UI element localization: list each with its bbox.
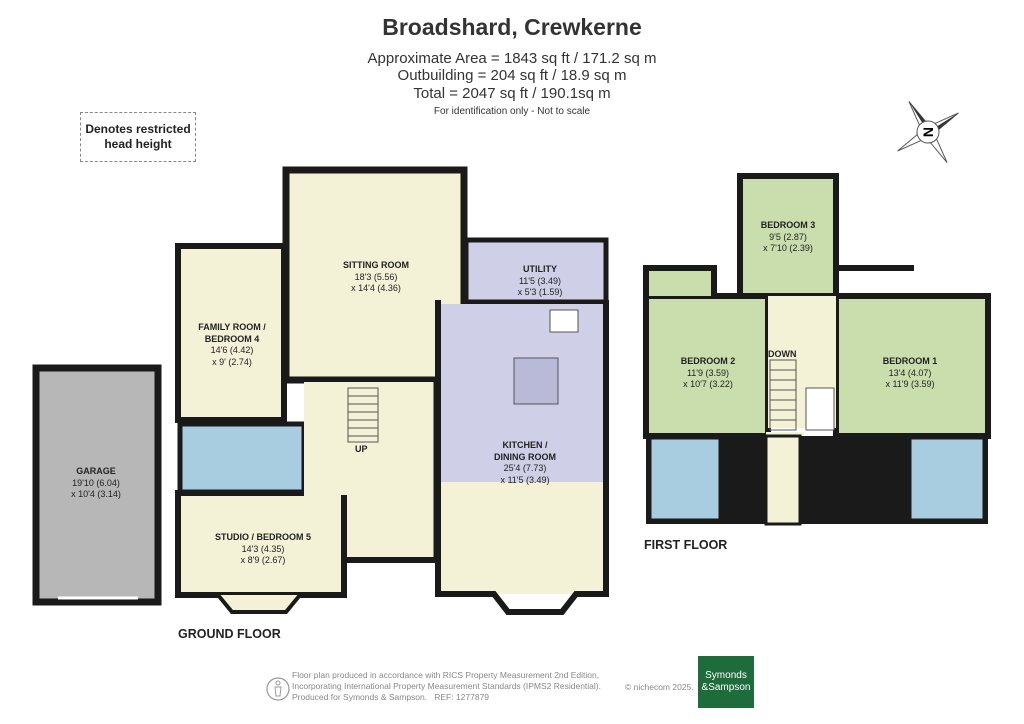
first-floor-stairs [769,359,797,431]
plan-title: Broadshard, Crewkerne [382,14,642,40]
hob-icon [549,309,579,333]
kitchen-island [513,357,559,405]
ensuite-1-area [908,436,986,522]
garage-area [32,364,162,606]
outbuilding-area: Outbuilding = 204 sq ft / 18.9 sq m [397,67,627,84]
first-floor-label: FIRST FLOOR [644,538,728,552]
stairs-down-label: DOWN [768,349,797,359]
scale-note: For identification only - Not to scale [433,106,591,117]
approximate-area: Approximate Area = 1843 sq ft / 171.2 sq… [367,50,657,67]
stairs-up-label: UP [355,444,368,454]
utility-area [463,237,609,305]
compass-rose-icon: N [897,101,959,163]
legend-line-1: Denotes restricted [85,122,191,136]
bedroom-1-area [833,293,991,439]
copyright: © nichecom 2025. [625,682,694,692]
ipms-person-icon [266,677,290,701]
compass-north-label: N [920,127,936,137]
agency-logo: Symonds&Sampson [698,656,754,708]
total-area: Total = 2047 sq ft / 190.1sq m [413,85,611,102]
legend-line-2: head height [104,137,172,151]
ground-floor-label: GROUND FLOOR [178,627,281,641]
family-room-area [175,243,287,423]
ground-stairs [347,387,379,443]
ground-bathroom-area [177,421,307,495]
bathroom-2-area [648,436,722,522]
footer-text: Floor plan produced in accordance with R… [292,670,601,702]
dining-area [438,482,606,594]
